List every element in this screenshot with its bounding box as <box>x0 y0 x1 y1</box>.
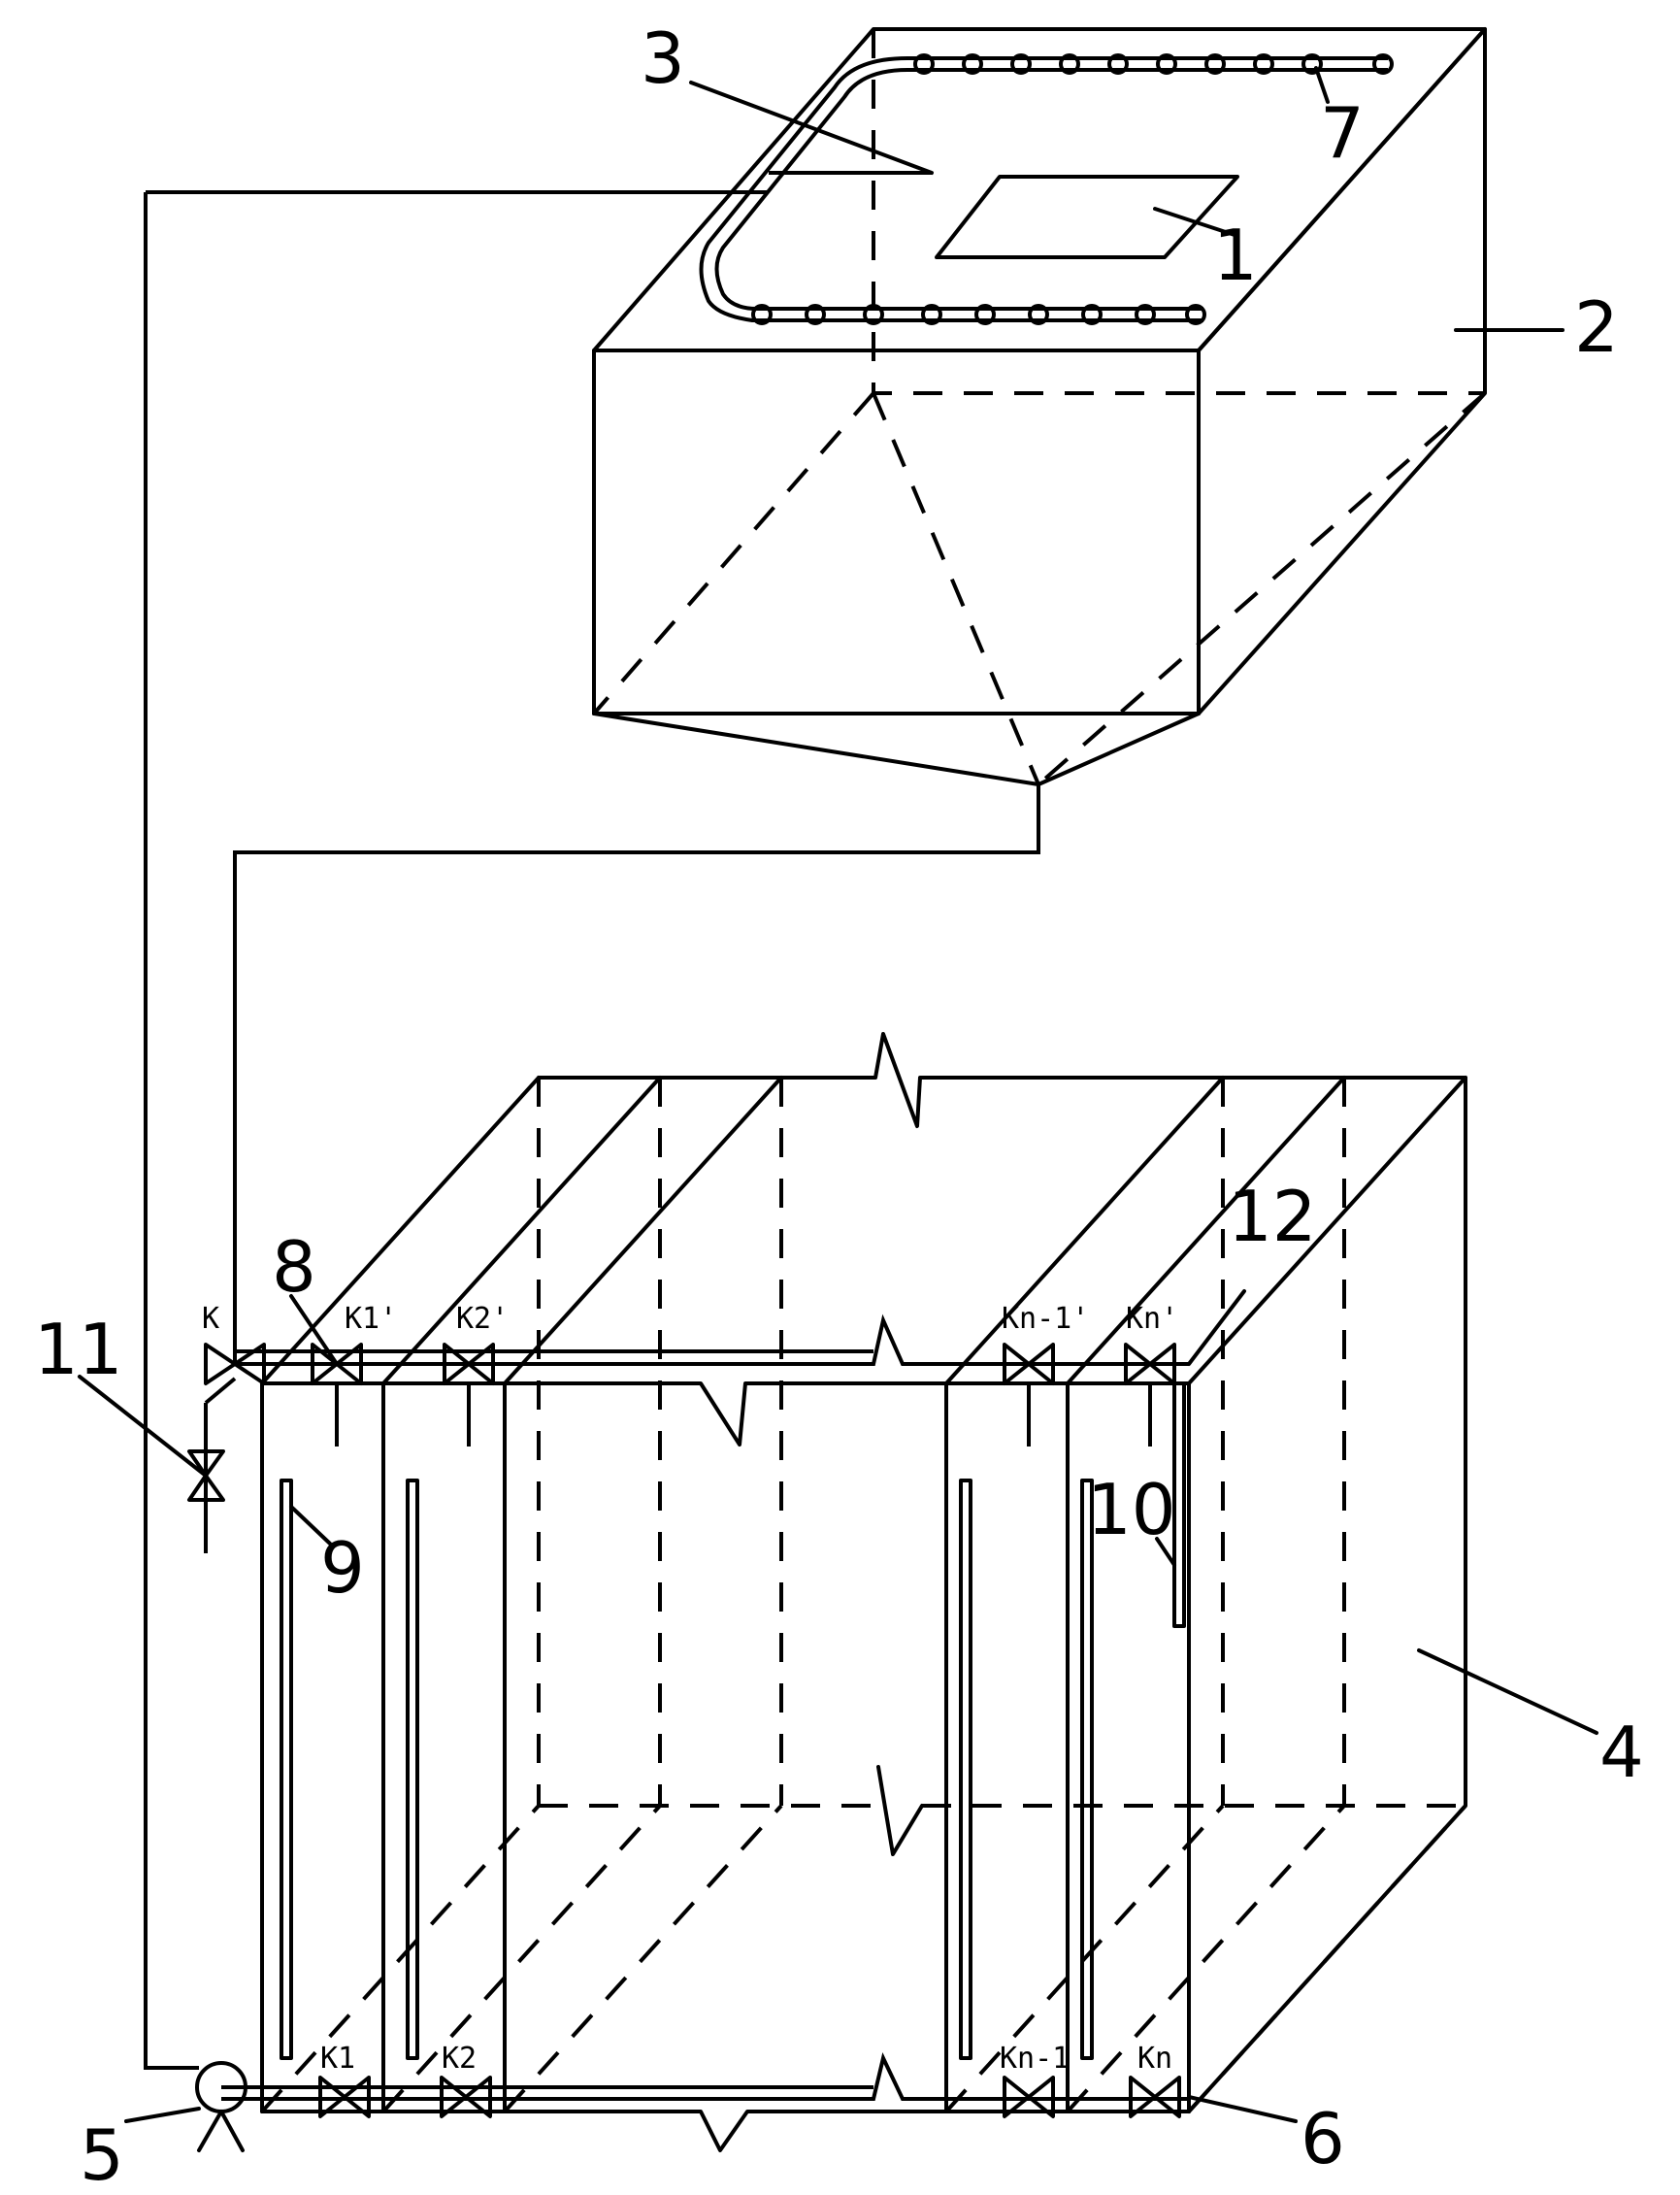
valve-label-kn1-top: Kn-1' <box>1002 1302 1089 1336</box>
valve-label-k2-top: K2' <box>456 1302 509 1336</box>
label-3: 3 <box>641 17 685 99</box>
label-12: 12 <box>1228 1176 1317 1257</box>
label-4: 4 <box>1599 1712 1644 1793</box>
label-10: 10 <box>1087 1469 1176 1550</box>
valve-label-kn: Kn <box>1137 2042 1172 2076</box>
valves <box>187 1343 1181 2152</box>
valve-labels: K K1' K2' Kn-1' Kn' K1 K2 Kn-1 Kn <box>202 1302 1178 2076</box>
valve-label-k1: K1 <box>320 2042 355 2076</box>
valve-label-k1-top: K1' <box>345 1302 397 1336</box>
leader-lines <box>78 66 1598 2123</box>
lower-tank <box>144 190 1467 2152</box>
label-8: 8 <box>272 1226 316 1308</box>
label-7: 7 <box>1320 92 1365 174</box>
label-11: 11 <box>34 1309 123 1390</box>
label-5: 5 <box>80 2114 124 2195</box>
label-6: 6 <box>1301 2098 1345 2179</box>
valve-label-k: K <box>202 1302 219 1336</box>
valve-label-kn-top: Kn' <box>1126 1302 1178 1336</box>
label-9: 9 <box>320 1527 365 1609</box>
aerator-holes <box>751 53 1394 325</box>
label-1: 1 <box>1213 215 1258 296</box>
label-2: 2 <box>1574 286 1619 368</box>
upper-tank <box>233 27 1487 1364</box>
valve-label-kn1: Kn-1 <box>1000 2042 1070 2076</box>
number-labels: 1 2 3 4 5 6 7 8 9 10 11 12 <box>34 17 1644 2195</box>
valve-label-k2: K2 <box>442 2042 477 2076</box>
